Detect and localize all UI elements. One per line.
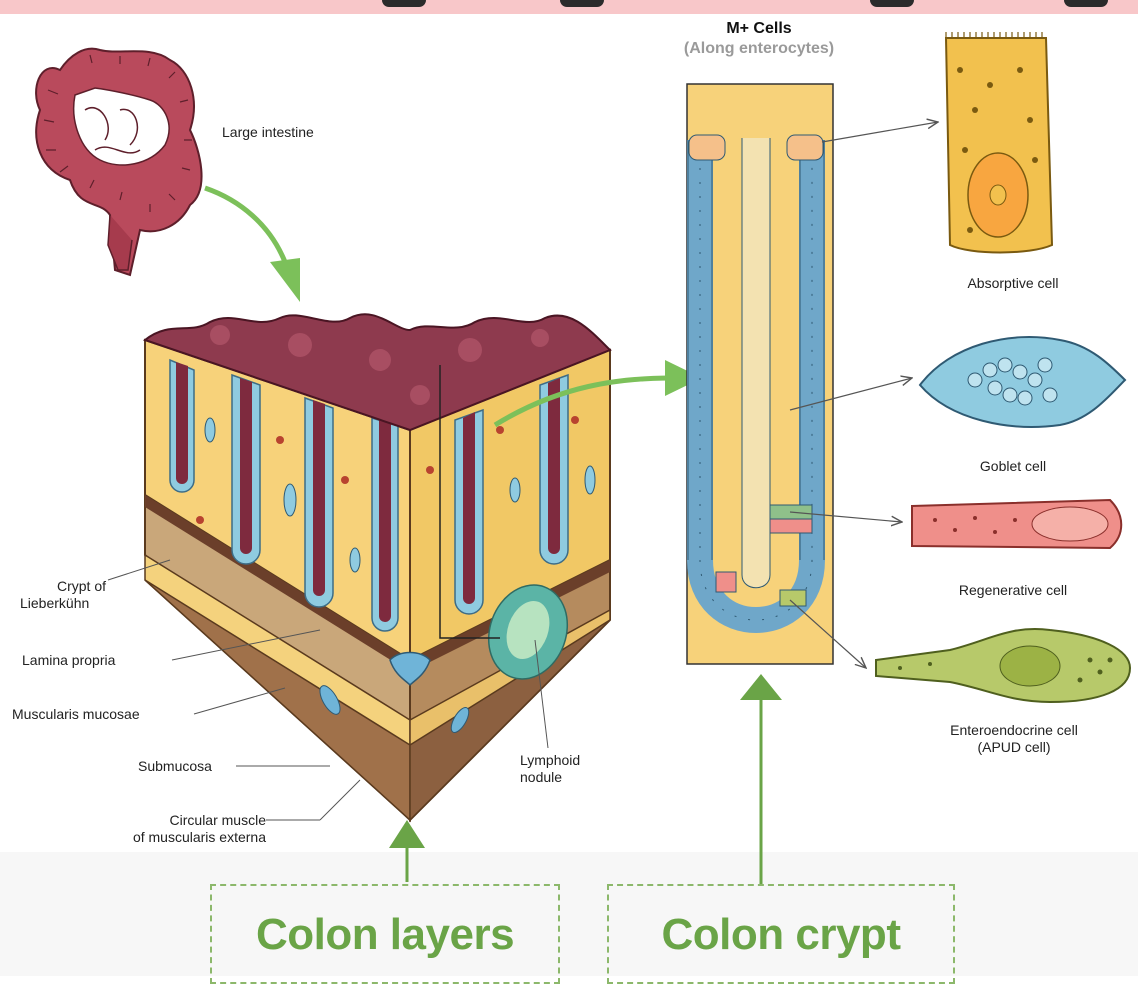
label-crypt-of-lieberkuhn: Crypt of Lieberkühn xyxy=(20,578,106,612)
label-absorptive-cell: Absorptive cell xyxy=(928,275,1098,292)
crypt-panel-title: M+ Cells xyxy=(650,20,868,38)
label-enteroendocrine-cell: Enteroendocrine cell (APUD cell) xyxy=(914,722,1114,756)
colon-layers-box: Colon layers xyxy=(210,884,560,984)
crypt-panel-subtitle: (Along enterocytes) xyxy=(650,40,868,58)
curved-arrow-intestine xyxy=(205,188,285,262)
regenerative-cell-illustration xyxy=(912,500,1121,548)
colon-crypt-box: Colon crypt xyxy=(607,884,955,984)
absorptive-cell-illustration xyxy=(946,32,1052,253)
label-large-intestine: Large intestine xyxy=(222,124,314,141)
enteroendocrine-cell-illustration xyxy=(876,629,1130,702)
crypt-panel xyxy=(687,84,833,664)
large-intestine-illustration xyxy=(36,49,201,275)
colon-crypt-caption: Colon crypt xyxy=(609,910,953,960)
colon-layers-caption: Colon layers xyxy=(212,910,558,960)
label-lymphoid-nodule: Lymphoid nodule xyxy=(520,752,580,786)
crypt-panel-heading: M+ Cells (Along enterocytes) xyxy=(650,20,868,58)
label-muscularis-mucosae: Muscularis mucosae xyxy=(12,706,140,723)
label-submucosa: Submucosa xyxy=(138,758,212,775)
label-regenerative-cell: Regenerative cell xyxy=(928,582,1098,599)
label-circular-muscle: Circular muscle of muscularis externa xyxy=(70,812,266,846)
tissue-block-illustration xyxy=(145,314,610,820)
goblet-cell-illustration xyxy=(920,337,1125,427)
label-goblet-cell: Goblet cell xyxy=(928,458,1098,475)
label-lamina-propria: Lamina propria xyxy=(22,652,115,669)
arrow-head-icon xyxy=(270,258,300,302)
